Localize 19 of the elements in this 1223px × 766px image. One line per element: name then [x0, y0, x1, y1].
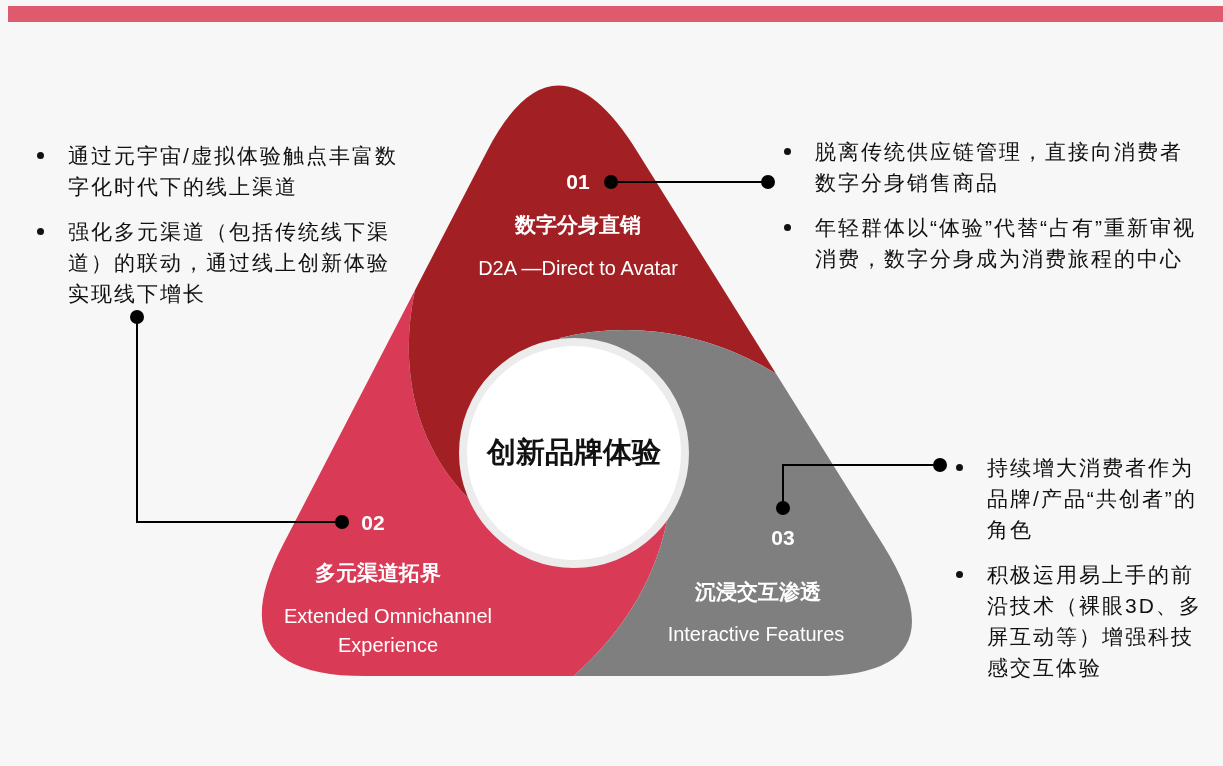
segment-subtitle: Interactive Features — [667, 622, 845, 646]
segment-title: 多元渠道拓界 — [315, 560, 441, 586]
bullet-text: 积极运用易上手的前沿技术（裸眼3D、多屏互动等）增强科技感交互体验 — [987, 563, 1202, 679]
bullet-text: 通过元宇宙/虚拟体验触点丰富数字化时代下的线上渠道 — [68, 144, 398, 198]
segment-subtitle: D2A —Direct to Avatar — [478, 256, 678, 280]
segment-subtitle: Extended Omnichannel Experience — [283, 604, 493, 658]
leader-line — [776, 458, 947, 515]
segment-title: 数字分身直销 — [515, 212, 641, 238]
segment-title: 沉浸交互渗透 — [695, 579, 821, 605]
leader-line — [130, 310, 349, 529]
bullet-text: 持续增大消费者作为品牌/产品“共创者”的角色 — [987, 456, 1197, 541]
segment-number: 02 — [361, 511, 385, 535]
segment-number: 01 — [566, 170, 590, 194]
bullet-text: 强化多元渠道（包括传统线下渠道）的联动，通过线上创新体验实现线下增长 — [68, 220, 390, 305]
bullet-text: 脱离传统供应链管理，直接向消费者数字分身销售商品 — [815, 140, 1183, 194]
center-title: 创新品牌体验 — [487, 435, 661, 470]
leader-line — [604, 175, 775, 189]
segment-number: 03 — [771, 526, 795, 550]
bullet-text: 年轻群体以“体验”代替“占有”重新审视消费，数字分身成为消费旅程的中心 — [815, 216, 1196, 270]
